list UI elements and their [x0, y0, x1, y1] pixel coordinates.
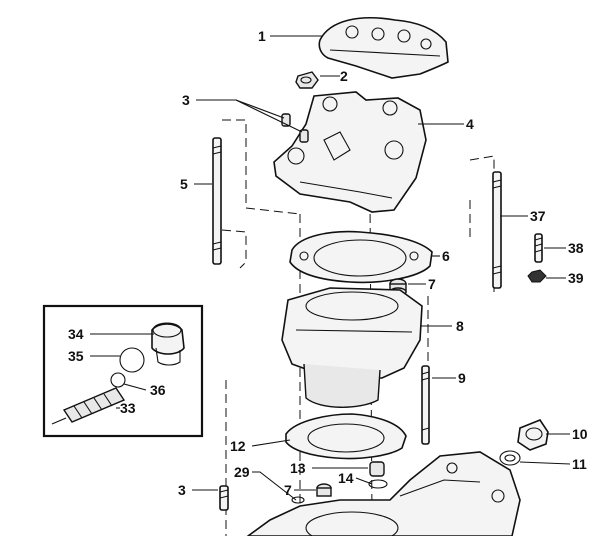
callout-14: 14: [338, 470, 354, 486]
callout-4: 4: [466, 116, 474, 132]
part-washer-11: [499, 450, 521, 466]
part-short-stud: [534, 233, 543, 263]
callout-10: 10: [572, 426, 588, 442]
callout-3-upper: 3: [182, 92, 190, 108]
callout-33: 33: [120, 400, 136, 416]
part-bolt-10: [517, 419, 549, 451]
part-dowel-7-lower: [316, 483, 332, 497]
part-head-gasket: [289, 230, 433, 284]
callout-29: 29: [234, 464, 250, 480]
callout-1: 1: [258, 28, 266, 44]
callout-5: 5: [180, 176, 188, 192]
part-nut: [527, 269, 547, 283]
callout-39: 39: [568, 270, 584, 286]
callout-7-lower: 7: [284, 482, 292, 498]
part-dowel-pin-lower: [219, 485, 229, 511]
part-base-gasket: [285, 413, 407, 460]
part-stud-right: [492, 171, 502, 289]
part-washer-29: [291, 496, 305, 504]
callout-12: 12: [230, 438, 246, 454]
callout-11: 11: [572, 456, 587, 472]
callout-38: 38: [568, 240, 584, 256]
callout-8: 8: [456, 318, 464, 334]
callout-9: 9: [458, 370, 466, 386]
part-stud-9: [421, 365, 430, 445]
callout-7-upper: 7: [428, 276, 436, 292]
callout-2: 2: [340, 68, 348, 84]
callout-35: 35: [68, 348, 84, 364]
callout-6: 6: [442, 248, 450, 264]
callout-36: 36: [150, 382, 166, 398]
part-stud-left: [212, 137, 222, 265]
leader-lines: [90, 35, 571, 501]
callout-labels: 1 2 3 4 5 6 7 8 9 10 11 12 13 14 3 29 7 …: [68, 28, 588, 498]
part-bushing: [295, 71, 319, 89]
part-valve-cover: [318, 17, 449, 79]
callout-3-lower: 3: [178, 482, 186, 498]
part-crankcase: [245, 451, 521, 541]
callout-37: 37: [530, 208, 546, 224]
inset-box: [42, 304, 204, 438]
part-dowel-13: [369, 461, 385, 477]
callout-13: 13: [290, 460, 306, 476]
callout-34: 34: [68, 326, 84, 342]
part-oring-14: [368, 479, 388, 489]
part-cylinder: [281, 287, 423, 408]
part-cylinder-head: [273, 91, 427, 213]
